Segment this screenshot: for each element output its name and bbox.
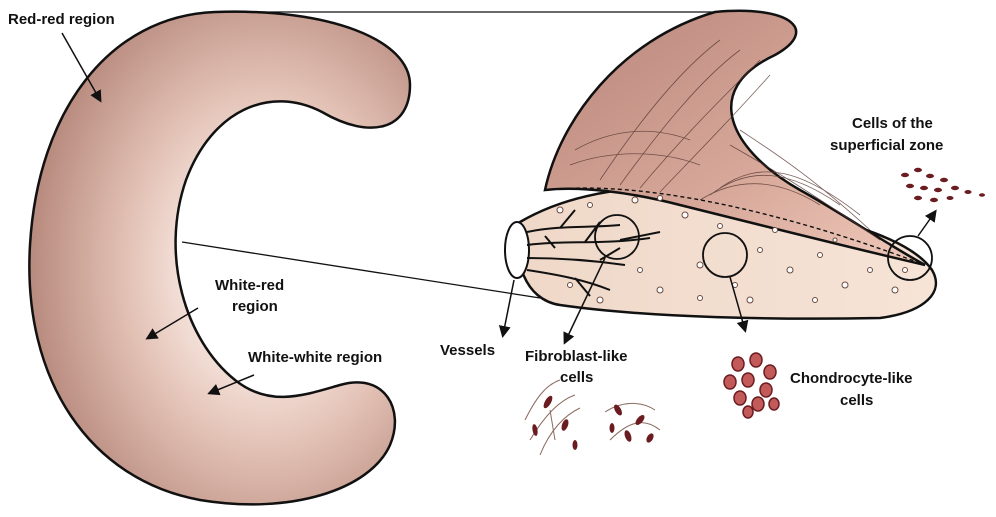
label-superficial-line1: Cells of the [852,115,933,132]
label-fibroblast-line2: cells [560,369,593,386]
arrow-vessels [503,280,514,335]
label-red-red-region: Red-red region [8,11,115,28]
label-superficial-line2: superficial zone [830,137,943,154]
label-vessels: Vessels [440,342,495,359]
superficial-cells-icon [901,168,985,202]
chondrocyte-cells-icon [724,353,779,418]
arrow-superficial [918,212,935,236]
label-fibroblast-line1: Fibroblast-like [525,348,628,365]
label-chondrocyte-line1: Chondrocyte-like [790,370,913,387]
label-chondrocyte-line2: cells [840,392,873,409]
label-white-red-region-line1: White-red [215,277,284,294]
fibroblast-cells-icon [525,380,660,455]
label-white-red-region-line2: region [232,298,278,315]
label-white-white-region: White-white region [248,349,382,366]
meniscus-c-shape [29,12,410,505]
